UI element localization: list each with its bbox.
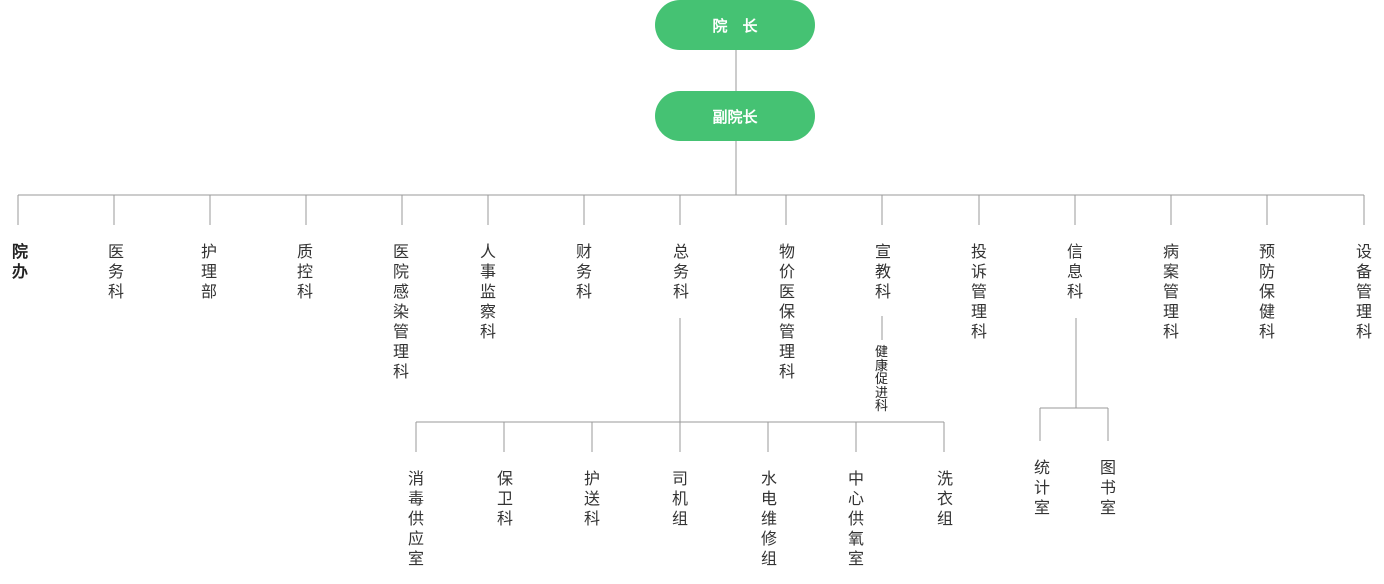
dept-tousu: 投诉管理科 (970, 242, 987, 341)
dept-caiwu: 财务科 (575, 242, 592, 301)
dept-bingan: 病案管理科 (1162, 242, 1179, 341)
sub-jiankang-cujin: 健康促进科 (874, 345, 888, 414)
vice-director-node: 副院长 (655, 91, 815, 141)
sub-gongyang: 中心供氧室 (847, 469, 864, 568)
vice-director-label: 副院长 (712, 107, 758, 126)
dept-zongwu: 总务科 (672, 242, 689, 301)
sub-baowei: 保卫科 (496, 469, 513, 528)
dept-renshi: 人事监察科 (479, 242, 496, 341)
director-node: 院 长 (655, 0, 815, 50)
dept-yuanban: 院办 (11, 242, 28, 281)
dept-yiwu: 医务科 (107, 242, 124, 301)
sub-tongji: 统计室 (1033, 458, 1050, 517)
sub-xiyi: 洗衣组 (936, 469, 953, 528)
dept-yufang: 预防保健科 (1258, 242, 1275, 341)
dept-huli: 护理部 (200, 242, 217, 301)
director-label: 院 长 (712, 16, 758, 35)
sub-siji: 司机组 (671, 469, 688, 528)
sub-husong: 护送科 (583, 469, 600, 528)
dept-ganran: 医院感染管理科 (392, 242, 409, 381)
sub-xiaodu: 消毒供应室 (407, 469, 424, 568)
sub-tushu: 图书室 (1099, 458, 1116, 517)
dept-wujia: 物价医保管理科 (778, 242, 795, 381)
dept-xinxi: 信息科 (1066, 242, 1083, 301)
sub-shuidian: 水电维修组 (760, 469, 777, 568)
dept-zhikong: 质控科 (296, 242, 313, 301)
dept-xuanjiao: 宣教科 (874, 242, 891, 301)
dept-shebei: 设备管理科 (1355, 242, 1372, 341)
